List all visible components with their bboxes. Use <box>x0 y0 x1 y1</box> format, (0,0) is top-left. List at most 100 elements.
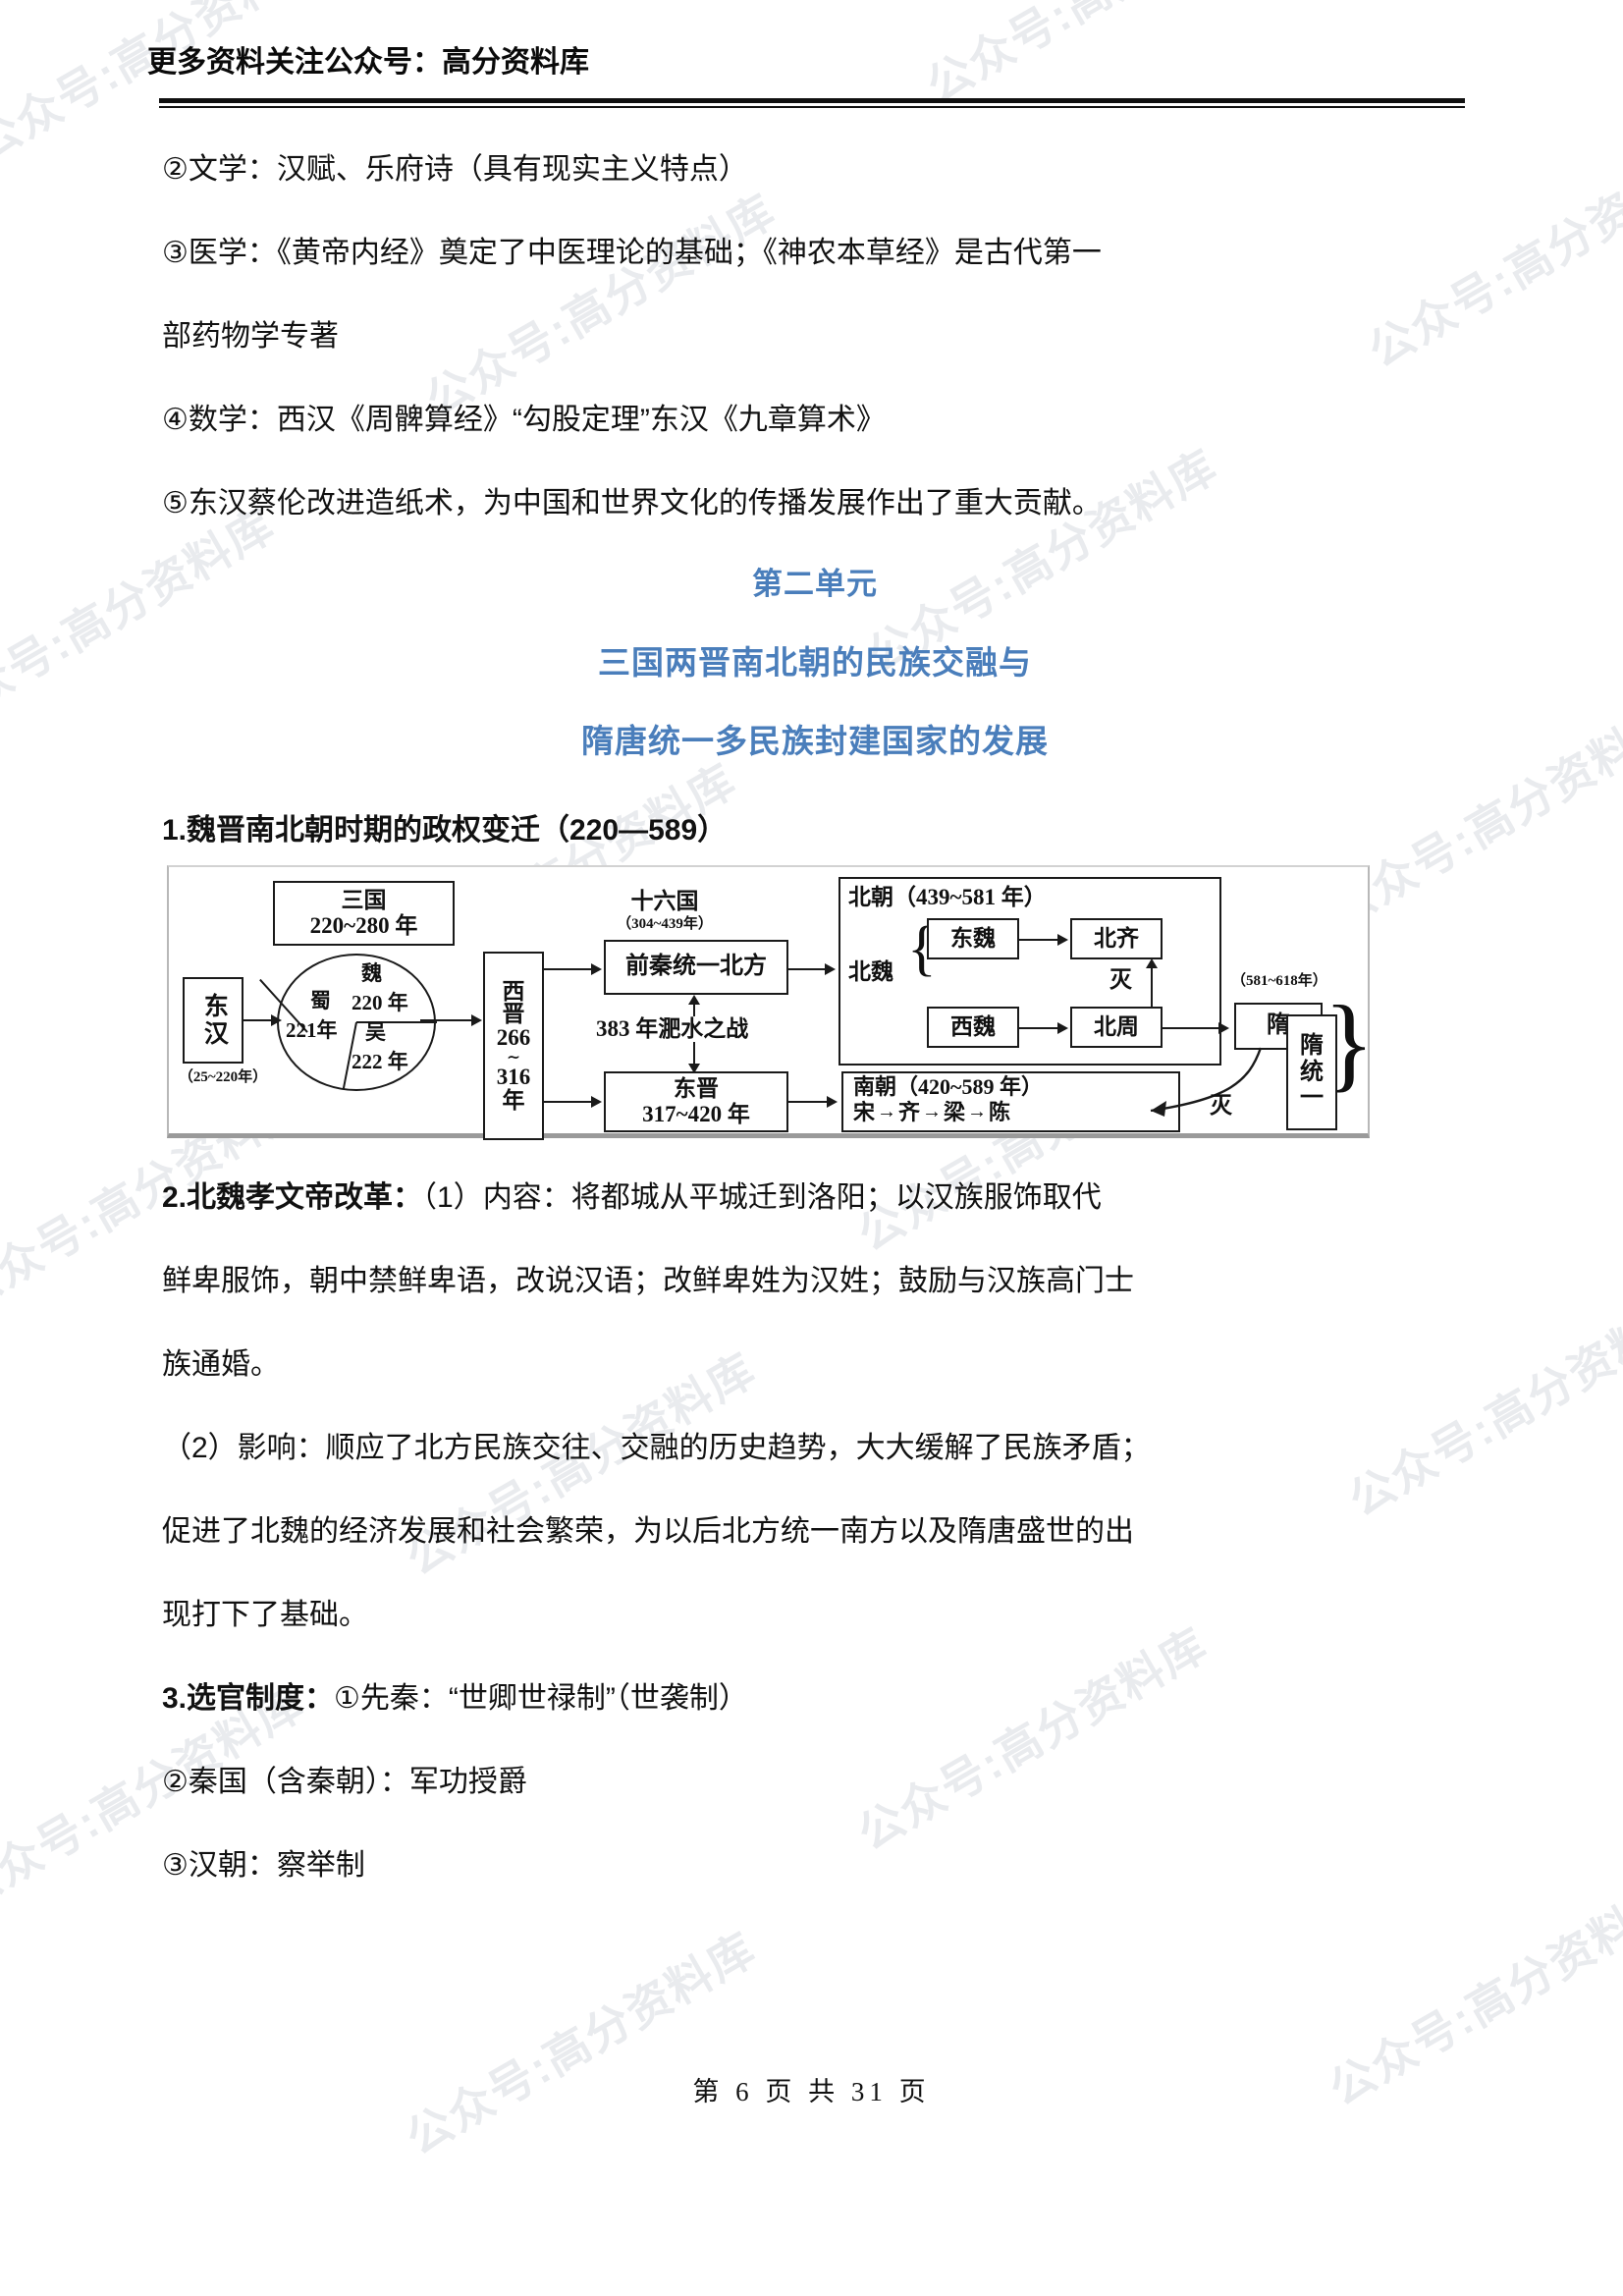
diagram-node-beizhou: 北周 <box>1070 1007 1163 1048</box>
unit-heading-line-2: 三国两晋南北朝的民族交融与 <box>598 644 1032 681</box>
diagram-node-suitongyi-l3: 一 <box>1300 1085 1324 1112</box>
diagram-arrowhead-dongjin-nanchao <box>827 1096 838 1108</box>
diagram-arrowhead-feishui-up <box>688 995 700 1005</box>
section-lead-in: 3.选官制度： <box>162 1682 335 1715</box>
diagram-pie-wei-name: 魏 <box>361 961 382 985</box>
diagram-label-beichao: 北朝（439~581 年） <box>848 885 1047 909</box>
diagram-label-nanchao-title: 南朝（420~589 年） <box>853 1074 1043 1099</box>
diagram-node-song: 宋 <box>853 1100 876 1125</box>
diagram-node-suitongyi-l1: 隋 <box>1300 1033 1324 1060</box>
diagram-node-dongjin-years: 317~420 年 <box>642 1102 750 1126</box>
section3-line-3: ③汉朝：察举制 <box>162 1849 365 1882</box>
diagram-arrowhead-xiwei-beizhou <box>1057 1022 1068 1034</box>
diagram-pie-label-shu-year: 221年 <box>286 1018 338 1042</box>
section2-line-6: 现打下了基础。 <box>162 1599 368 1631</box>
diagram-connector-beizhou-beiqi <box>1151 965 1154 1009</box>
diagram-label-feishui: 383 年淝水之战 <box>594 1016 751 1043</box>
diagram-arrowhead-feishui-down <box>688 1064 700 1073</box>
document-body: ②文学：汉赋、乐府诗（具有现实主义特点） ③医学：《黄帝内经》奠定了中医理论的基… <box>162 128 1468 1907</box>
header-divider <box>159 98 1465 108</box>
diagram-node-sanguo-title: 三国 <box>341 887 387 912</box>
diagram-label-mie-beizhou: 灭 <box>1109 967 1132 992</box>
diagram-connector-sanguo-xijin <box>420 1019 474 1022</box>
section3-line-2: ②秦国（含秦朝）：军功授爵 <box>162 1766 527 1798</box>
section2-line-5: 促进了北魏的经济发展和社会繁荣，为以后北方统一南方以及隋唐盛世的出 <box>162 1515 1134 1548</box>
diagram-pie-label-wu: 吴 <box>365 1020 386 1044</box>
diagram-label-shiliuguo-years: （304~439年） <box>617 916 713 932</box>
unit-heading-line-1: 第二单元 <box>752 567 878 601</box>
diagram-node-sanguo: 三国 220~280 年 <box>273 881 455 946</box>
diagram-arrow-qi-liang: → <box>922 1101 943 1123</box>
diagram-node-dongjin-title: 东晋 <box>674 1075 719 1101</box>
diagram-node-dongwei: 东魏 <box>927 918 1019 959</box>
diagram-arrowhead-sanguo-xijin <box>471 1014 482 1026</box>
diagram-node-xijin-l1: 西 <box>502 978 525 1004</box>
diagram-node-nanchao: 南朝（420~589 年） 宋 → 齐 → 梁 → 陈 <box>841 1071 1180 1132</box>
diagram-arrowhead-qianqin-beichao <box>825 963 836 975</box>
diagram-arrowhead-donghan-sanguo <box>271 1014 282 1026</box>
diagram-label-sui-years: （581~618年） <box>1231 973 1327 989</box>
header-divider-thin <box>159 106 1465 108</box>
diagram-arrow-song-qi: → <box>877 1101 897 1123</box>
diagram-node-xijin-l5: 316 <box>496 1065 531 1090</box>
section2-line-3: 族通婚。 <box>162 1348 280 1381</box>
diagram-arrowhead-xijin-dongjin <box>591 1096 602 1108</box>
diagram-arrowhead-dongwei-beiqi <box>1057 934 1068 946</box>
diagram-pie-label-wei: 魏 <box>361 961 382 985</box>
diagram-arrowhead-beizhou-beiqi <box>1146 958 1158 968</box>
diagram-connector-dongjin-nanchao <box>788 1101 830 1104</box>
diagram-node-beiqi-label: 北齐 <box>1094 925 1139 951</box>
header-divider-thick <box>159 98 1465 103</box>
diagram-connector-dongwei-beiqi <box>1019 939 1060 942</box>
body-line-medicine-2: 部药物学专著 <box>162 320 339 353</box>
diagram-node-xijin: 西 晋 266 ∼ 316 年 <box>483 952 544 1140</box>
body-line-papermaking: ⑤东汉蔡伦改进造纸术，为中国和世界文化的传播发展作出了重大贡献。 <box>162 487 1102 519</box>
diagram-node-sui-unification: 隋 统 一 <box>1286 1014 1337 1130</box>
diagram-node-donghan: 东汉 <box>183 977 243 1064</box>
section-lead-in: 2.北魏孝文帝改革： <box>162 1181 423 1214</box>
diagram-connector-xijin-qianqin-h <box>544 968 593 971</box>
diagram-node-qi: 齐 <box>898 1100 921 1125</box>
body-line-medicine-1: ③医学：《黄帝内经》奠定了中医理论的基础；《神农本草经》是古代第一 <box>162 237 1102 269</box>
unit-heading-line-3: 隋唐统一多民族封建国家的发展 <box>581 723 1049 759</box>
diagram-nanchao-sequence: 宋 → 齐 → 梁 → 陈 <box>853 1100 1176 1124</box>
section2-line-1: 2.北魏孝文帝改革：（1）内容：将都城从平城迁到洛阳；以汉族服饰取代 <box>162 1181 1102 1214</box>
diagram-node-dongwei-label: 东魏 <box>950 925 996 951</box>
diagram-curve-sui-destroys-chen <box>1150 1047 1263 1117</box>
diagram-node-suitongyi-l2: 统 <box>1300 1059 1324 1085</box>
diagram-node-liang: 梁 <box>944 1100 966 1125</box>
diagram-connector-xiwei-beizhou <box>1019 1027 1060 1030</box>
section-heading-1: 1.魏晋南北朝时期的政权变迁（220—589） <box>162 814 728 847</box>
diagram-pie-label-wu-year: 222 年 <box>352 1050 408 1073</box>
diagram-node-xijin-l3: 266 <box>496 1024 531 1050</box>
diagram-pie-label-wei-year: 220 年 <box>352 991 408 1014</box>
diagram-connector-qianqin-beichao <box>788 968 828 971</box>
diagram-node-beiqi: 北齐 <box>1070 918 1163 959</box>
diagram-label-beiwei: 北魏 <box>848 959 893 984</box>
diagram-node-qianqin: 前秦统一北方 <box>604 940 788 995</box>
diagram-arrowhead-xijin-qianqin <box>591 963 602 975</box>
diagram-node-chen: 陈 <box>989 1100 1011 1125</box>
diagram-connector-beizhou-sui <box>1163 1027 1221 1030</box>
diagram-node-xijin-l6: 年 <box>502 1087 525 1113</box>
diagram-node-xiwei-label: 西魏 <box>950 1013 996 1039</box>
diagram-node-donghan-char1: 东汉 <box>200 993 228 1048</box>
diagram-connector-donghan-sanguo <box>243 1019 273 1022</box>
diagram-node-xiwei: 西魏 <box>927 1007 1019 1048</box>
body-line-mathematics: ④数学：西汉《周髀算经》“勾股定理”东汉《九章算术》 <box>162 404 886 436</box>
diagram-arrowhead-beizhou-sui <box>1218 1022 1229 1034</box>
diagram-curve-arrowhead <box>1151 1101 1166 1117</box>
body-line-literature: ②文学：汉赋、乐府诗（具有现实主义特点） <box>162 153 748 186</box>
diagram-pie-divider-2 <box>356 1021 437 1024</box>
diagram-pie-label-shu: 蜀 <box>310 989 331 1012</box>
diagram-arrow-liang-chen: → <box>967 1101 988 1123</box>
diagram-curve-path <box>1150 1047 1263 1113</box>
section2-line-4: （2）影响：顺应了北方民族交往、交融的历史趋势，大大缓解了民族矛盾； <box>162 1432 1151 1464</box>
dynasty-transition-diagram: 东汉 （25~220年） 三国 220~280 年 魏 220 年 蜀 <box>167 865 1375 1140</box>
diagram-label-shiliuguo: 十六国 <box>630 889 699 913</box>
diagram-node-sanguo-years: 220~280 年 <box>309 913 418 938</box>
page-header-promo: 更多资料关注公众号：高分资料库 <box>147 46 589 79</box>
diagram-connector-xijin-dongjin-h <box>544 1101 593 1104</box>
diagram-node-dongjin: 东晋 317~420 年 <box>604 1071 788 1132</box>
